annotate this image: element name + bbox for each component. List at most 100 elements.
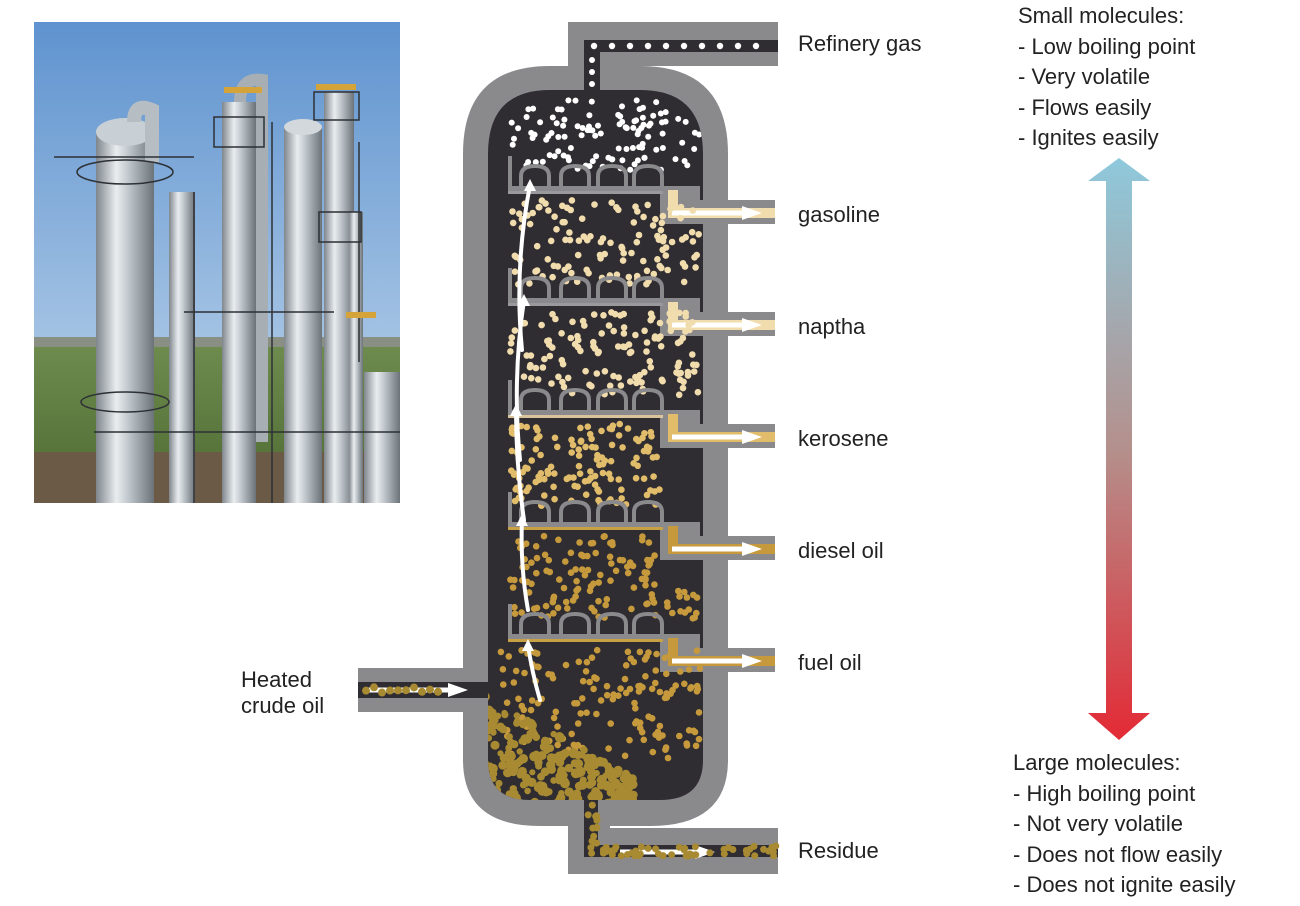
- molecule-dot: [497, 648, 505, 656]
- molecule-dot: [639, 533, 646, 540]
- molecule-dot: [595, 579, 602, 586]
- residue-pipe-dot: [635, 850, 643, 858]
- molecule-dot: [526, 280, 533, 287]
- molecule-dot: [662, 244, 670, 251]
- bubble-cap-riser: [572, 624, 578, 634]
- molecule-dot: [540, 532, 548, 540]
- molecule-dot: [541, 355, 548, 363]
- molecule-dot: [551, 153, 558, 160]
- molecule-dot: [512, 667, 520, 675]
- bubble-cap-riser: [609, 512, 615, 522]
- molecule-dot: [681, 588, 688, 596]
- molecule-dot: [568, 730, 575, 738]
- molecule-dot: [568, 269, 575, 277]
- molecule-dot: [500, 681, 507, 688]
- molecule-dot: [620, 324, 628, 331]
- molecule-dot: [538, 321, 545, 329]
- residue-dot: [495, 779, 503, 787]
- molecule-dot: [683, 594, 691, 601]
- fraction-label-kerosene: kerosene: [798, 426, 889, 451]
- molecule-dot: [591, 674, 598, 681]
- residue-dot: [546, 753, 557, 763]
- molecule-dot: [528, 697, 536, 704]
- bubble-cap-riser: [572, 400, 578, 410]
- residue-pipe-dot: [770, 852, 778, 860]
- molecule-dot: [689, 207, 697, 214]
- molecule-dot: [657, 110, 664, 117]
- molecule-dot: [630, 219, 638, 226]
- molecule-dot: [558, 330, 565, 337]
- feed-pipe-dot: [394, 686, 402, 695]
- molecule-dot: [650, 473, 657, 480]
- molecule-dot: [595, 597, 602, 605]
- molecule-dot: [689, 319, 696, 326]
- residue-dot: [498, 760, 508, 770]
- molecule-dot: [564, 374, 572, 382]
- residue-dot: [535, 762, 543, 770]
- molecule-dot: [673, 369, 680, 376]
- molecule-dot: [561, 116, 568, 123]
- molecule-dot: [532, 364, 540, 372]
- residue-dot: [560, 749, 570, 758]
- molecule-dot: [615, 206, 622, 214]
- molecule-dot: [622, 662, 630, 669]
- molecule-dot: [533, 569, 540, 577]
- molecule-dot: [610, 327, 617, 335]
- molecule-dot: [526, 220, 534, 228]
- residue-dot: [554, 732, 565, 743]
- molecule-dot: [590, 338, 597, 346]
- molecule-dot: [641, 569, 648, 576]
- molecule-dot: [520, 373, 528, 381]
- molecule-dot: [554, 604, 562, 612]
- fraction-label-naptha: naptha: [798, 314, 866, 339]
- residue-dot: [490, 729, 497, 736]
- residue-dot: [567, 797, 577, 800]
- molecule-dot: [696, 665, 703, 672]
- molecule-dot: [515, 695, 522, 703]
- molecule-dot: [579, 125, 586, 131]
- residue-dot: [510, 740, 519, 749]
- small-molecules-item: - Ignites easily: [1018, 125, 1159, 150]
- bubble-cap-trays: [508, 156, 664, 642]
- molecule-size-arrow: [1088, 158, 1150, 740]
- residue-dot: [593, 790, 603, 800]
- molecule-dot: [677, 214, 684, 222]
- molecule-dot: [574, 343, 582, 351]
- molecule-dot: [562, 558, 569, 565]
- molecule-dot: [589, 158, 596, 165]
- molecule-dot: [516, 210, 523, 217]
- molecule-dot: [633, 117, 640, 124]
- tray-plate: [508, 522, 663, 527]
- molecule-dot: [627, 655, 634, 662]
- molecule-dot: [555, 134, 562, 140]
- molecule-dot: [597, 130, 604, 137]
- residue-pipe-dot: [593, 824, 601, 832]
- molecule-dot: [620, 310, 627, 318]
- molecule-dot: [533, 435, 541, 443]
- molecule-dot: [646, 358, 654, 365]
- gas-pipe-dot: [626, 42, 634, 50]
- molecule-dot: [636, 106, 643, 113]
- fraction-label-refinery-gas: Refinery gas: [798, 31, 922, 56]
- molecule-dot: [650, 270, 658, 278]
- molecule-dot: [654, 728, 662, 736]
- molecule-dot: [617, 382, 625, 389]
- molecule-dot: [672, 682, 679, 689]
- molecule-dot: [511, 603, 518, 611]
- residue-dot: [596, 776, 603, 784]
- residue-dot: [546, 744, 555, 752]
- fraction-label-fuel-oil: fuel oil: [798, 650, 862, 675]
- molecule-dot: [643, 348, 650, 355]
- residue-dot: [512, 764, 519, 772]
- molecule-dot: [605, 154, 612, 161]
- molecule-dot: [527, 706, 535, 714]
- residue-dot: [529, 751, 539, 762]
- molecule-dot: [616, 420, 623, 428]
- tray-plate: [508, 186, 663, 191]
- molecule-dot: [635, 128, 642, 134]
- residue-dot: [628, 794, 637, 800]
- residue-dot: [501, 709, 508, 717]
- molecule-dot: [586, 678, 593, 686]
- molecule-dot: [650, 112, 657, 119]
- residue-dot: [537, 786, 547, 796]
